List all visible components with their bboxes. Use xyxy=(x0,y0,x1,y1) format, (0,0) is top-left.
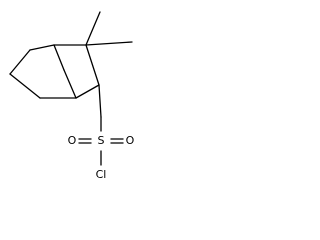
bond-c3-c4 xyxy=(75,84,100,99)
methyl-bonds xyxy=(85,11,133,46)
bond-c3-ch2 xyxy=(98,84,102,118)
atom-oxygen-right: O xyxy=(126,134,135,147)
sulfonyl-chain-bonds xyxy=(78,84,124,166)
chemical-structure: S O O Cl xyxy=(9,11,135,181)
bond-bridge-upper xyxy=(53,44,65,71)
atom-sulfur: S xyxy=(98,134,105,147)
atom-labels: S O O Cl xyxy=(68,134,135,181)
bond-c5-c6 xyxy=(9,73,41,99)
bond-methyl-2 xyxy=(85,41,133,46)
bond-bridge-lower xyxy=(63,69,77,99)
bond-c2-c3 xyxy=(85,44,100,86)
atom-oxygen-left: O xyxy=(68,134,77,147)
ring-bonds xyxy=(9,44,100,99)
bond-methyl-1 xyxy=(85,11,101,46)
bond-c6-c7 xyxy=(9,49,31,75)
bond-c7-c1 xyxy=(29,44,55,51)
atom-chlorine: Cl xyxy=(96,168,107,181)
